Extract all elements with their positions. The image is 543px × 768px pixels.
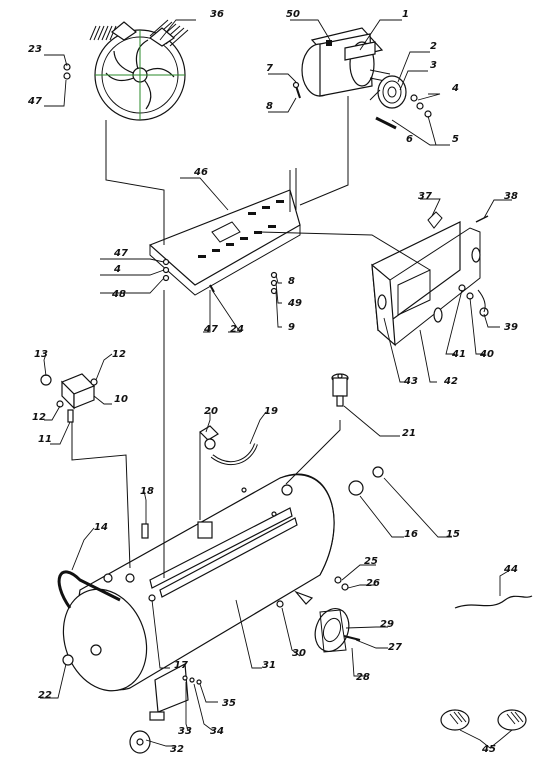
callout-21: 21 — [402, 428, 416, 439]
callout-3: 3 — [430, 60, 437, 71]
callout-47-bolt: 47 — [203, 324, 218, 335]
assembly-lines — [71, 96, 431, 578]
tank-handle — [57, 570, 121, 609]
callout-43: 43 — [403, 376, 418, 387]
callout-24: 24 — [230, 324, 244, 335]
belt-guard — [371, 211, 489, 347]
callout-28: 28 — [356, 672, 370, 683]
hose-clamps — [440, 709, 527, 731]
callout-31: 31 — [262, 660, 276, 671]
callout-39: 39 — [504, 322, 518, 333]
callout-15: 15 — [446, 529, 460, 540]
callout-20: 20 — [204, 406, 218, 417]
callout-30: 30 — [292, 648, 306, 659]
callout-50: 50 — [286, 9, 300, 20]
pump-head-fan — [89, 19, 189, 121]
callout-18: 18 — [140, 486, 154, 497]
wheel-axle-fasteners — [334, 576, 349, 591]
callout-45: 45 — [481, 744, 496, 755]
callout-4-base: 4 — [113, 264, 121, 275]
callout-26: 26 — [366, 578, 380, 589]
callout-34: 34 — [210, 726, 224, 737]
callout-33: 33 — [178, 726, 192, 737]
callout-41: 41 — [451, 349, 466, 360]
callout-13: 13 — [34, 349, 48, 360]
callout-36: 36 — [210, 9, 224, 20]
pump-screw — [63, 63, 71, 80]
callout-42: 42 — [443, 376, 458, 387]
callout-32: 32 — [170, 744, 184, 755]
cable — [454, 595, 533, 609]
drain-valve — [62, 654, 74, 666]
baseplate-fasteners-left — [162, 258, 170, 282]
pressure-switch — [40, 373, 98, 410]
callout-38: 38 — [504, 191, 518, 202]
castor-fasteners — [182, 675, 202, 685]
callout-10: 10 — [114, 394, 128, 405]
motor-pulley — [369, 75, 407, 109]
callout-48: 48 — [111, 289, 126, 300]
callout-12-bottom: 12 — [32, 412, 46, 423]
callout-37: 37 — [418, 191, 432, 202]
callout-44: 44 — [503, 564, 518, 575]
callout-47-base: 47 — [113, 248, 128, 259]
tank-foot — [294, 590, 314, 605]
callout-9: 9 — [288, 322, 295, 333]
callout-1: 1 — [402, 9, 409, 20]
tank-mount-bracket — [149, 487, 298, 598]
pulley-washers — [410, 94, 432, 118]
base-plate — [148, 168, 301, 296]
callout-23: 23 — [28, 44, 42, 55]
drive-belt — [375, 116, 397, 130]
callout-22: 22 — [38, 690, 52, 701]
callout-27: 27 — [388, 642, 402, 653]
safety-valve — [331, 373, 349, 407]
drain-fitting — [276, 600, 284, 608]
switch-fitting — [67, 409, 74, 423]
callout-4-pulley: 4 — [451, 83, 459, 94]
callout-47-top: 47 — [27, 96, 42, 107]
callout-8-base: 8 — [288, 276, 295, 287]
guard-fasteners — [458, 284, 489, 317]
air-tank — [62, 473, 335, 692]
callout-35: 35 — [222, 698, 236, 709]
electric-motor — [301, 27, 391, 97]
callout-49: 49 — [287, 298, 302, 309]
callout-46: 46 — [193, 167, 208, 178]
callout-16: 16 — [404, 529, 418, 540]
callout-14: 14 — [94, 522, 108, 533]
castor-wheel — [129, 730, 151, 754]
tank-fittings — [90, 466, 384, 656]
callout-19: 19 — [264, 406, 278, 417]
callout-40: 40 — [479, 349, 494, 360]
callout-8-motor: 8 — [266, 101, 273, 112]
callout-7: 7 — [266, 63, 273, 74]
baseplate-bolt — [209, 284, 215, 293]
callouts: 1 2 3 4 4 5 6 7 8 8 9 10 11 12 12 13 14 … — [27, 9, 518, 755]
callout-6: 6 — [406, 134, 413, 145]
front-bracket — [149, 663, 189, 721]
callout-11: 11 — [38, 434, 52, 445]
callout-29: 29 — [380, 619, 394, 630]
check-valve — [199, 425, 219, 450]
callout-17: 17 — [174, 660, 188, 671]
rear-wheel — [314, 608, 361, 653]
callout-25: 25 — [364, 556, 378, 567]
callout-5: 5 — [452, 134, 459, 145]
motor-bolt — [292, 81, 301, 99]
callout-2: 2 — [430, 41, 437, 52]
callout-12-top: 12 — [112, 349, 126, 360]
